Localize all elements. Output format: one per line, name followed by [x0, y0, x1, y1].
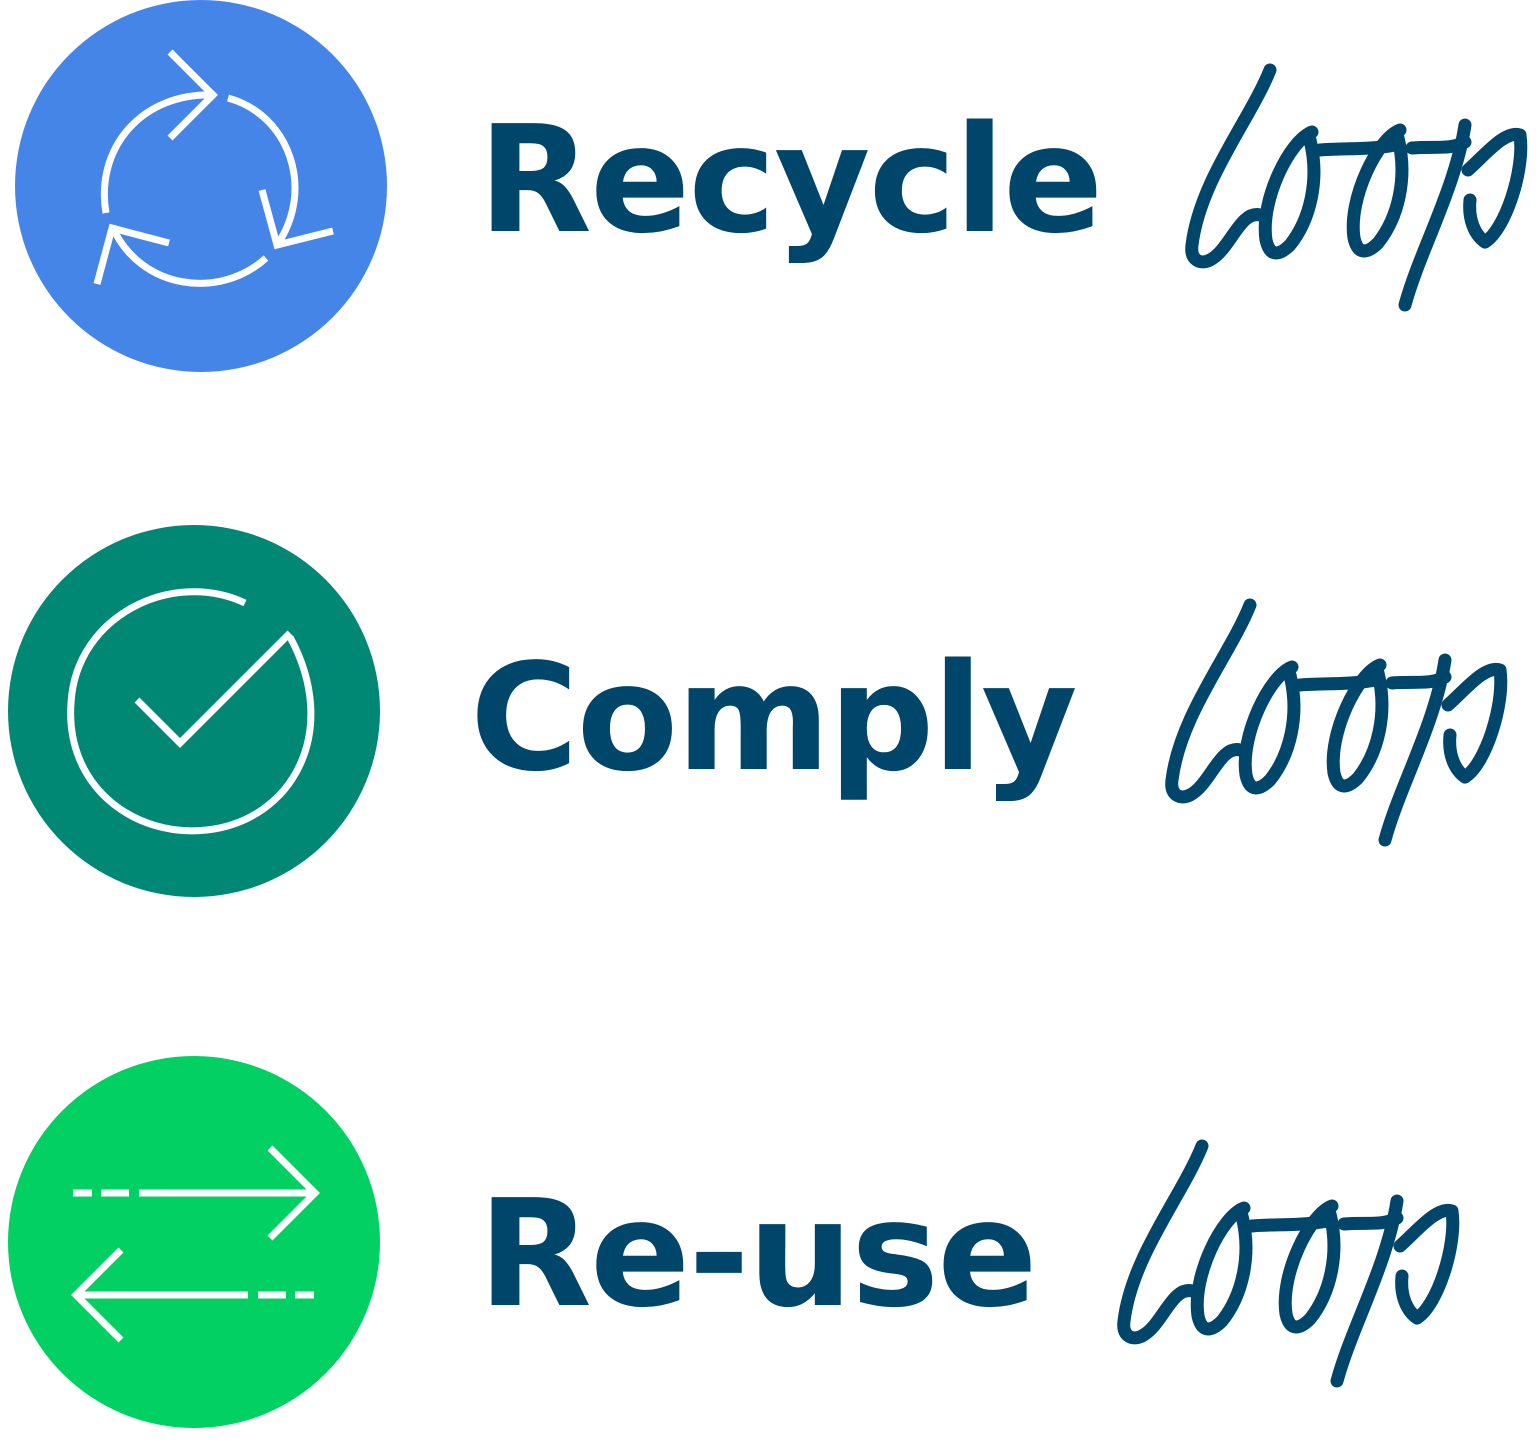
recycle-loop-script: loop [1180, 60, 1536, 330]
recycle-label: Recycle [478, 94, 1103, 266]
comply-label: Comply [470, 632, 1078, 804]
reuse-loop-row: Re-use loop [0, 1050, 1536, 1442]
circle-check-icon [67, 588, 315, 835]
swap-arrows-icon [71, 1145, 320, 1343]
reuse-circle [8, 1056, 380, 1428]
comply-loop-row: Comply loop [0, 520, 1536, 900]
reuse-label: Re-use [478, 1168, 1038, 1340]
reuse-loop-script: loop [1112, 1136, 1492, 1406]
recycle-circle [15, 0, 387, 372]
recycle-loop-row: Recycle loop [0, 0, 1536, 380]
comply-loop-script: loop [1160, 595, 1536, 865]
comply-circle [8, 525, 380, 897]
recycle-arrows-icon [93, 49, 334, 287]
